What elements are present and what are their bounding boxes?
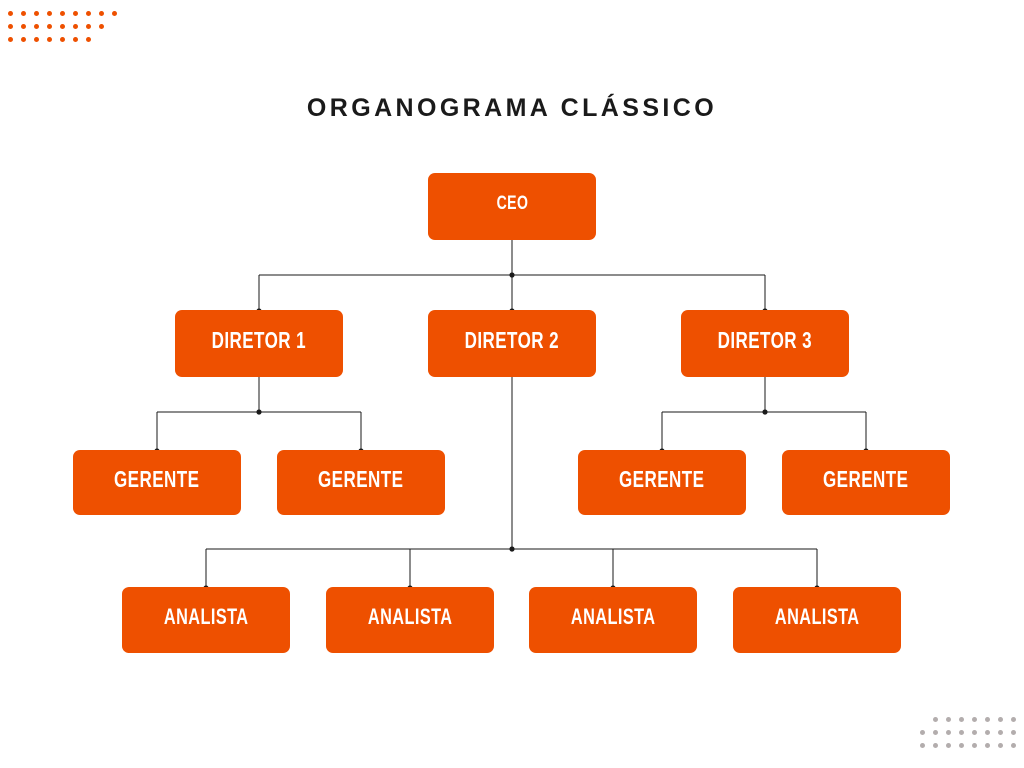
- org-node-gerente3[interactable]: GERENTE: [578, 450, 746, 515]
- org-node-label: GERENTE: [318, 466, 404, 492]
- org-node-analista1[interactable]: ANALISTA: [122, 587, 290, 653]
- org-node-label: ANALISTA: [367, 604, 453, 629]
- org-node-diretor1[interactable]: DIRETOR 1: [175, 310, 343, 377]
- org-node-gerente4[interactable]: GERENTE: [782, 450, 950, 515]
- org-node-ceo[interactable]: CEO: [428, 173, 596, 240]
- org-node-label: DIRETOR 2: [464, 327, 560, 353]
- org-node-label: ANALISTA: [163, 604, 249, 629]
- org-node-diretor3[interactable]: DIRETOR 3: [681, 310, 849, 377]
- org-node-label: CEO: [496, 193, 528, 214]
- page-title: ORGANOGRAMA CLÁSSICO: [306, 94, 718, 122]
- connector-junction-diretor3: [762, 409, 768, 415]
- connector-junction-diretor2: [509, 546, 515, 552]
- org-node-diretor2[interactable]: DIRETOR 2: [428, 310, 596, 377]
- connector-junction-diretor1: [256, 409, 262, 415]
- org-node-gerente1[interactable]: GERENTE: [73, 450, 241, 515]
- org-node-label: ANALISTA: [570, 604, 656, 629]
- org-node-label: DIRETOR 3: [717, 327, 813, 353]
- org-node-analista2[interactable]: ANALISTA: [326, 587, 494, 653]
- org-node-analista4[interactable]: ANALISTA: [733, 587, 901, 653]
- org-node-label: GERENTE: [619, 466, 705, 492]
- org-node-label: GERENTE: [823, 466, 909, 492]
- org-node-label: DIRETOR 1: [211, 327, 307, 353]
- org-node-label: GERENTE: [114, 466, 200, 492]
- org-node-label: ANALISTA: [774, 604, 860, 629]
- org-node-analista3[interactable]: ANALISTA: [529, 587, 697, 653]
- org-node-gerente2[interactable]: GERENTE: [277, 450, 445, 515]
